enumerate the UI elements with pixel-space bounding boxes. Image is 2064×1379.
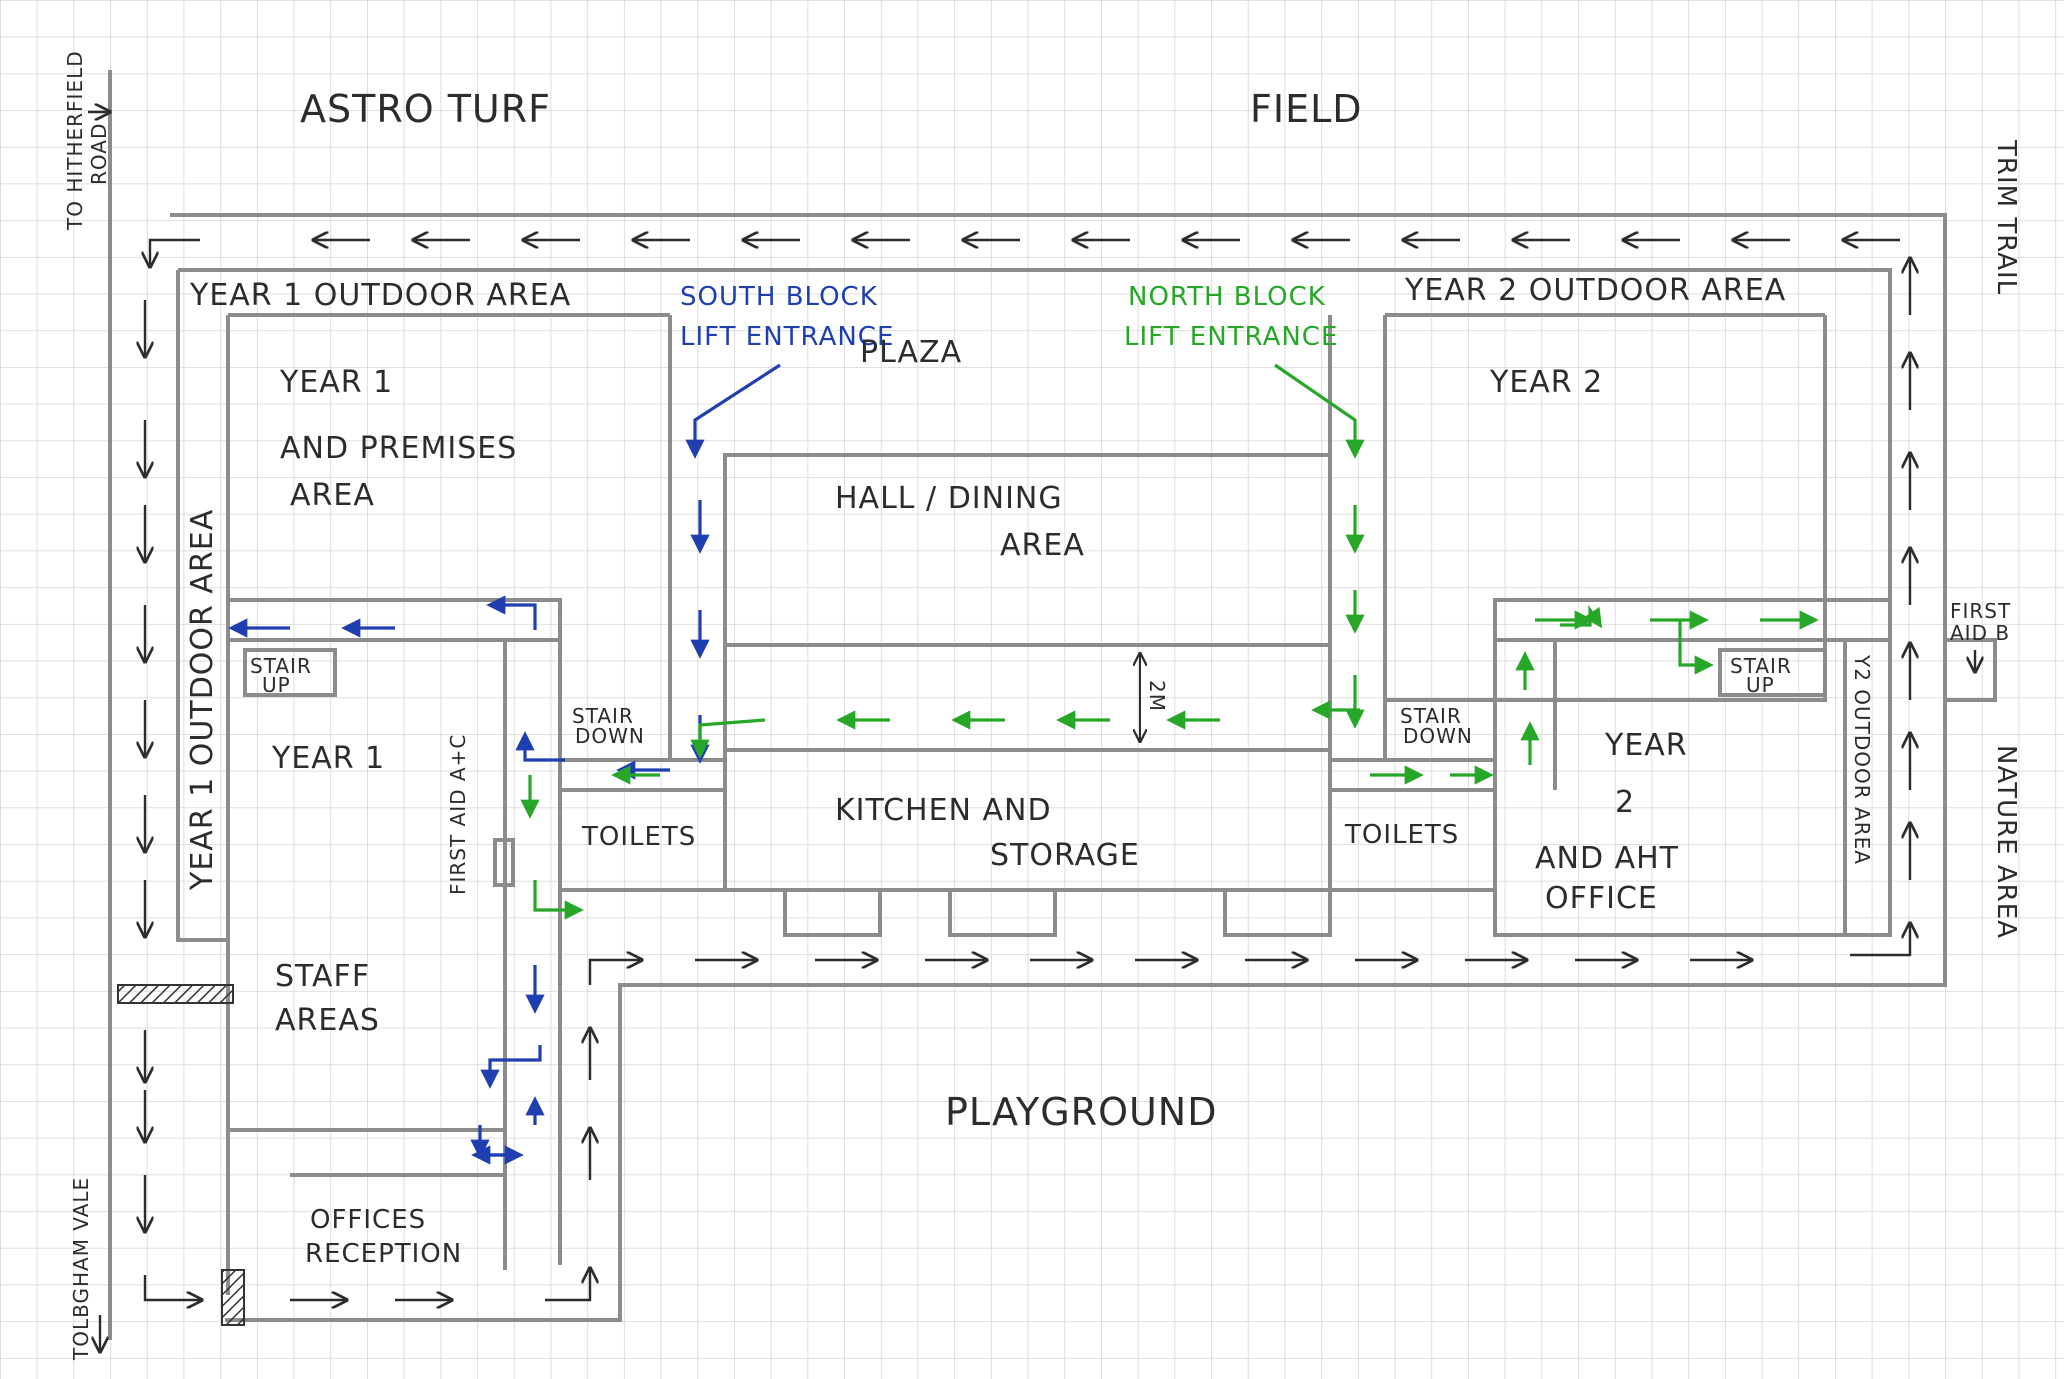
year2-aht-line3: AND AHT: [1535, 841, 1679, 876]
perimeter-route-arrows: [88, 112, 1975, 1350]
offices-line2: RECEPTION: [305, 1239, 462, 1269]
green-arrow: [533, 880, 584, 920]
toilets-left-label: TOILETS: [581, 822, 696, 852]
stair-down-left-label: STAIR: [572, 704, 634, 728]
entrance-hatch-south: [221, 1269, 245, 1326]
entrance-hatch-west: [117, 984, 234, 1004]
arrow-corner-top-left: [150, 238, 200, 265]
building-walls: [108, 70, 1997, 1340]
stair-down-right-label2: DOWN: [1403, 724, 1473, 748]
offices-line1: OFFICES: [310, 1205, 426, 1235]
blue-lead: [685, 363, 781, 459]
first-aid-ac-label: FIRST AID A+C: [446, 734, 470, 895]
stair-up-left-label: STAIR: [250, 654, 312, 678]
year2-top-label: YEAR 2: [1489, 365, 1603, 400]
first-aid-b-label: FIRST: [1950, 599, 2011, 623]
trim-trail-label: TRIM TRAIL: [1991, 139, 2021, 295]
toilets-right-label: TOILETS: [1344, 820, 1459, 850]
staff-line2: AREAS: [275, 1003, 380, 1038]
blue-arrow: [486, 595, 537, 630]
kitchen-line1: KITCHEN AND: [835, 793, 1052, 828]
blue-arrow: [515, 731, 565, 762]
north-block-route: [520, 363, 1819, 920]
south-block-label: SOUTH BLOCK: [680, 282, 878, 312]
plaza-label: PLAZA: [860, 335, 962, 370]
two-m-label: 2M: [1145, 680, 1169, 712]
green-arrow: [690, 718, 766, 759]
south-lift-entrance-label: LIFT ENTRANCE: [680, 322, 894, 352]
arrow-corner-bottom-left: [143, 1275, 200, 1300]
labels: ASTRO TURF FIELD TO HITHERFIELD ROAD TRI…: [63, 50, 2021, 1361]
stair-down-left-label2: DOWN: [575, 724, 645, 748]
year2-aht-line1: YEAR: [1604, 728, 1688, 763]
north-block-label: NORTH BLOCK: [1128, 282, 1326, 312]
south-block-route: [228, 363, 781, 1165]
blue-arrow: [480, 1045, 542, 1089]
staff-line1: STAFF: [275, 959, 370, 994]
arrow-corner-playground: [588, 960, 640, 985]
astro-turf-label: ASTRO TURF: [300, 87, 551, 131]
year2-aht-line2: 2: [1615, 785, 1635, 820]
hitherfield-road-label: ROAD: [87, 123, 111, 185]
y2-outdoor-side-label: Y2 OUTDOOR AREA: [1850, 654, 1874, 865]
first-aid-b-label2: AID B: [1950, 621, 2010, 645]
hall-line1: HALL / DINING: [835, 481, 1063, 516]
year1-label: YEAR 1: [271, 741, 385, 776]
year2-outdoor-top-label: YEAR 2 OUTDOOR AREA: [1404, 273, 1786, 308]
year1-outdoor-side-label: YEAR 1 OUTDOOR AREA: [185, 509, 220, 891]
year1-outdoor-top-label: YEAR 1 OUTDOOR AREA: [189, 278, 571, 313]
arrow-corner-bottom-right-east: [1850, 925, 1910, 957]
north-lift-entrance-label: LIFT ENTRANCE: [1124, 322, 1338, 352]
stair-up-left-label2: UP: [262, 673, 291, 697]
stair-up-right-label: STAIR: [1730, 654, 1792, 678]
kitchen-line2: STORAGE: [990, 838, 1140, 873]
year1-premises-line1: YEAR 1: [279, 365, 393, 400]
stair-down-right-label: STAIR: [1400, 704, 1462, 728]
year1-premises-line2: AND PREMISES: [280, 431, 517, 466]
year2-aht-line4: OFFICE: [1545, 881, 1658, 916]
field-label: FIELD: [1250, 87, 1363, 131]
nature-area-label: NATURE AREA: [1991, 745, 2021, 939]
green-arrow: [1678, 620, 1714, 675]
playground-label: PLAYGROUND: [945, 1090, 1217, 1134]
green-lead: [1274, 363, 1365, 459]
hitherfield-label: TO HITHERFIELD: [63, 50, 87, 231]
hall-line2: AREA: [1000, 528, 1085, 563]
year1-premises-line3: AREA: [290, 478, 375, 513]
tolbgham-vale-label: TOLBGHAM VALE: [69, 1177, 93, 1361]
arrow-corner-bottom-right: [545, 1270, 590, 1302]
stair-up-right-label2: UP: [1746, 673, 1775, 697]
